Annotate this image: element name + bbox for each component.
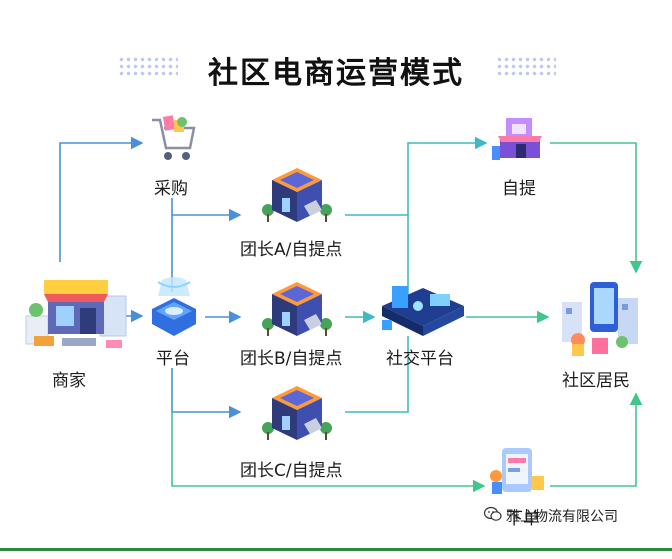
label-purchase: 采购 xyxy=(154,179,188,199)
resident-city-icon xyxy=(562,282,638,356)
arrow-to-self-pickup xyxy=(407,136,488,298)
label-self-pickup: 自提 xyxy=(502,179,536,199)
pickup-shop-icon xyxy=(492,118,542,160)
label-offline: 下单 xyxy=(506,509,540,529)
wechat-icon xyxy=(484,506,502,521)
label-leader-a: 团长A/自提点 xyxy=(240,240,343,260)
label-residents: 社区居民 xyxy=(562,371,630,391)
pickup-store-icon xyxy=(262,168,332,222)
label-leader-b: 团长B/自提点 xyxy=(240,349,343,369)
arrow-platform-leader-c xyxy=(171,368,242,419)
bottom-divider xyxy=(0,548,672,551)
pickup-store-icon xyxy=(262,386,332,440)
shopping-cart-icon xyxy=(152,115,196,160)
arrow-offline-residents xyxy=(550,392,643,487)
label-merchant: 商家 xyxy=(52,371,86,391)
label-leader-c: 团长C/自提点 xyxy=(240,461,343,481)
arrow-self-pickup-residents xyxy=(550,142,643,274)
watermark-text: 雅上物流有限公司 xyxy=(506,509,618,525)
store-icon xyxy=(25,280,127,348)
arrow-platform-offline xyxy=(171,412,486,493)
arrow-purchase-leader-a xyxy=(171,198,242,222)
title-dots-right xyxy=(496,56,556,78)
label-platform: 平台 xyxy=(156,349,190,369)
title-dots-left xyxy=(118,56,178,78)
page-title: 社区电商运营模式 xyxy=(208,56,464,91)
social-platform-icon xyxy=(382,286,464,336)
line-leader-c-social xyxy=(345,336,409,413)
pickup-store-icon xyxy=(262,282,332,336)
label-social: 社交平台 xyxy=(386,349,454,369)
arrow-merchant-purchase xyxy=(59,136,144,262)
order-phone-icon xyxy=(490,448,544,494)
platform-hub-icon xyxy=(152,277,196,336)
